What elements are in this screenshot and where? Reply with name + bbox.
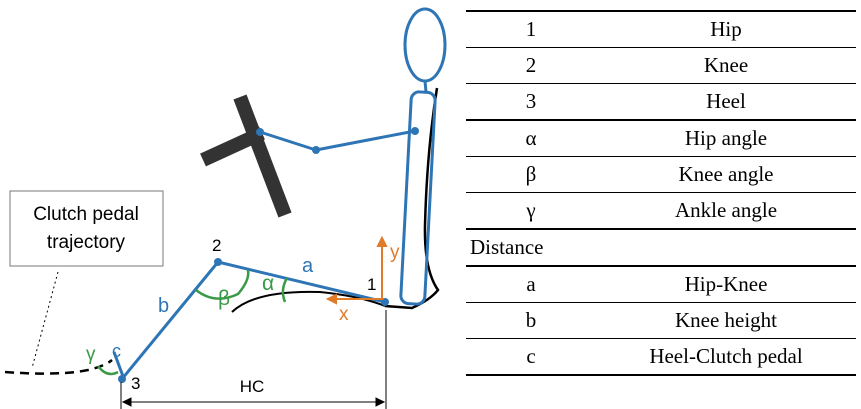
x-arrowhead — [325, 293, 337, 305]
gamma-label: γ — [86, 344, 96, 365]
row-key: c — [466, 338, 596, 376]
table-row: a Hip-Knee — [466, 265, 856, 303]
joints — [118, 127, 419, 383]
table-row: β Knee angle — [466, 156, 856, 193]
table-row: γ Ankle angle — [466, 192, 856, 229]
axis-y-label: y — [390, 242, 400, 263]
row-key: 1 — [466, 10, 596, 48]
row-value: Knee angle — [596, 156, 856, 193]
segment-b-line — [120, 261, 220, 380]
table-row: c Heel-Clutch pedal — [466, 338, 856, 376]
segment-b-label: b — [158, 295, 169, 317]
table-section-row: Distance — [466, 228, 856, 266]
table-row: 2 Knee — [466, 47, 856, 84]
driver-posture-diagram: Clutch pedal trajectory — [4, 7, 447, 409]
floor-curve — [231, 290, 386, 313]
clutch-trajectory — [4, 359, 113, 375]
row-value: Knee — [596, 47, 856, 84]
row-value: Hip — [596, 10, 856, 48]
hc-label: HC — [240, 377, 265, 396]
section-heading-distance: Distance — [466, 228, 856, 266]
hc-dimension — [120, 310, 387, 409]
table-row: 1 Hip — [466, 10, 856, 48]
row-key: 3 — [466, 83, 596, 120]
row-key: β — [466, 156, 596, 193]
alpha-arc — [281, 277, 289, 303]
driver-body — [112, 7, 447, 380]
row-key: a — [466, 265, 596, 303]
hand-joint — [256, 128, 264, 136]
hip-axes — [325, 235, 388, 305]
beta-label: β — [218, 287, 230, 310]
trajectory-pointer — [31, 271, 59, 369]
steering-wheel — [200, 94, 292, 218]
beta-arc — [195, 269, 250, 300]
forearm — [259, 130, 317, 152]
row-value: Hip-Knee — [596, 265, 856, 303]
legend-table: 1 Hip 2 Knee 3 Heel α Hip angle β Knee a… — [466, 10, 856, 376]
neck — [423, 80, 428, 93]
row-key: b — [466, 302, 596, 339]
knee-joint — [214, 258, 222, 266]
row-key: γ — [466, 192, 596, 229]
elbow-joint — [312, 146, 320, 154]
row-key: 2 — [466, 47, 596, 84]
clutch-label-box — [9, 190, 164, 267]
clutch-label-line1: Clutch pedal — [33, 204, 139, 225]
alpha-label: α — [262, 272, 274, 295]
segment-c-line — [112, 351, 126, 380]
row-key: α — [466, 119, 596, 157]
point-3-label: 3 — [131, 374, 140, 393]
row-value: Heel-Clutch pedal — [596, 338, 856, 376]
segment-a-line — [217, 260, 386, 304]
upper-arm — [315, 129, 416, 152]
table-row: 3 Heel — [466, 83, 856, 120]
point-2-label: 2 — [212, 236, 221, 255]
row-value: Ankle angle — [596, 192, 856, 229]
head — [403, 7, 447, 83]
row-value: Knee height — [596, 302, 856, 339]
segment-a-label: a — [302, 255, 314, 277]
gamma-arc — [97, 365, 119, 376]
point-1-label: 1 — [367, 275, 376, 294]
table-row: α Hip angle — [466, 119, 856, 157]
torso — [399, 90, 437, 306]
heel-joint — [118, 375, 126, 383]
shoulder-joint — [411, 127, 419, 135]
row-value: Hip angle — [596, 119, 856, 157]
angle-arcs — [97, 269, 289, 376]
table-row: b Knee height — [466, 302, 856, 339]
row-value: Heel — [596, 83, 856, 120]
clutch-label-line2: trajectory — [47, 232, 126, 253]
y-arrowhead — [376, 235, 388, 247]
segment-c-label: c — [112, 341, 121, 361]
axis-x-label: x — [339, 304, 349, 325]
